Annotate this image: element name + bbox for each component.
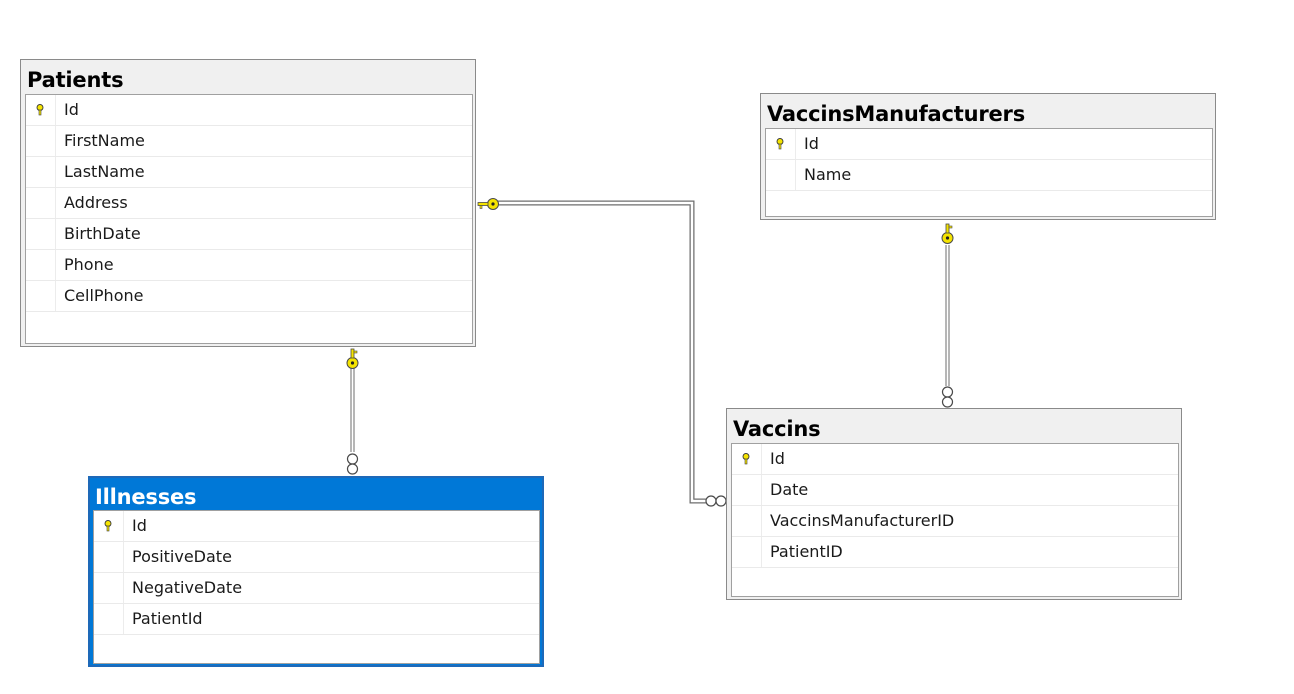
relationship-patients-vaccins[interactable] bbox=[477, 198, 727, 507]
column-row[interactable]: Address bbox=[26, 188, 472, 219]
infinity-icon bbox=[941, 386, 954, 408]
table-illnesses[interactable]: Illnesses Id PositiveDate NegativeDate bbox=[88, 476, 544, 667]
infinity-icon bbox=[705, 495, 727, 507]
column-row[interactable]: Id bbox=[26, 95, 472, 126]
key-icon bbox=[941, 223, 954, 244]
column-row[interactable]: Id bbox=[94, 511, 539, 542]
column-name: Id bbox=[804, 134, 819, 153]
column-name: Date bbox=[770, 480, 809, 499]
primary-key-icon bbox=[776, 138, 784, 150]
column-name: BirthDate bbox=[64, 224, 141, 243]
column-name: LastName bbox=[64, 162, 145, 181]
column-row[interactable]: PatientId bbox=[94, 604, 539, 635]
table-patients[interactable]: Patients Id FirstName LastName bbox=[20, 59, 476, 347]
column-name: NegativeDate bbox=[132, 578, 243, 597]
column-row[interactable]: Date bbox=[732, 475, 1178, 506]
column-name: FirstName bbox=[64, 131, 145, 150]
table-columns: Id FirstName LastName Address BirthDate … bbox=[25, 94, 473, 344]
primary-key-icon bbox=[742, 453, 750, 465]
column-name: VaccinsManufacturerID bbox=[770, 511, 955, 530]
column-row[interactable]: PositiveDate bbox=[94, 542, 539, 573]
column-row[interactable]: NegativeDate bbox=[94, 573, 539, 604]
primary-key-icon bbox=[104, 520, 112, 532]
column-name: Name bbox=[804, 165, 852, 184]
column-name: Id bbox=[64, 100, 79, 119]
table-columns: Id PositiveDate NegativeDate PatientId bbox=[93, 510, 540, 664]
primary-key-icon bbox=[36, 104, 44, 116]
column-name: Id bbox=[770, 449, 785, 468]
table-columns: Id Date VaccinsManufacturerID PatientID bbox=[731, 443, 1179, 597]
column-row[interactable]: CellPhone bbox=[26, 281, 472, 312]
column-row[interactable]: VaccinsManufacturerID bbox=[732, 506, 1178, 537]
column-row[interactable]: LastName bbox=[26, 157, 472, 188]
column-row[interactable]: Name bbox=[766, 160, 1212, 191]
column-name: PositiveDate bbox=[132, 547, 232, 566]
table-vaccins-manufacturers[interactable]: VaccinsManufacturers Id Name bbox=[760, 93, 1216, 220]
column-name: PatientID bbox=[770, 542, 843, 561]
column-name: PatientId bbox=[132, 609, 203, 628]
column-row[interactable]: PatientID bbox=[732, 537, 1178, 568]
column-row[interactable]: Id bbox=[766, 129, 1212, 160]
column-row[interactable]: FirstName bbox=[26, 126, 472, 157]
column-row[interactable]: Id bbox=[732, 444, 1178, 475]
table-title: Illnesses bbox=[95, 485, 197, 509]
key-icon bbox=[346, 348, 359, 369]
column-row[interactable]: BirthDate bbox=[26, 219, 472, 250]
column-name: Id bbox=[132, 516, 147, 535]
table-columns: Id Name bbox=[765, 128, 1213, 217]
infinity-icon bbox=[346, 453, 359, 475]
relationship-patients-illnesses[interactable] bbox=[346, 348, 359, 475]
column-row[interactable]: Phone bbox=[26, 250, 472, 281]
column-name: CellPhone bbox=[64, 286, 144, 305]
table-title: VaccinsManufacturers bbox=[767, 102, 1025, 126]
column-name: Phone bbox=[64, 255, 114, 274]
table-title: Vaccins bbox=[733, 417, 821, 441]
column-name: Address bbox=[64, 193, 128, 212]
relationship-manufacturers-vaccins[interactable] bbox=[941, 223, 954, 408]
table-vaccins[interactable]: Vaccins Id Date VaccinsManufacturerID bbox=[726, 408, 1182, 600]
key-icon bbox=[477, 198, 499, 210]
table-title: Patients bbox=[27, 68, 124, 92]
